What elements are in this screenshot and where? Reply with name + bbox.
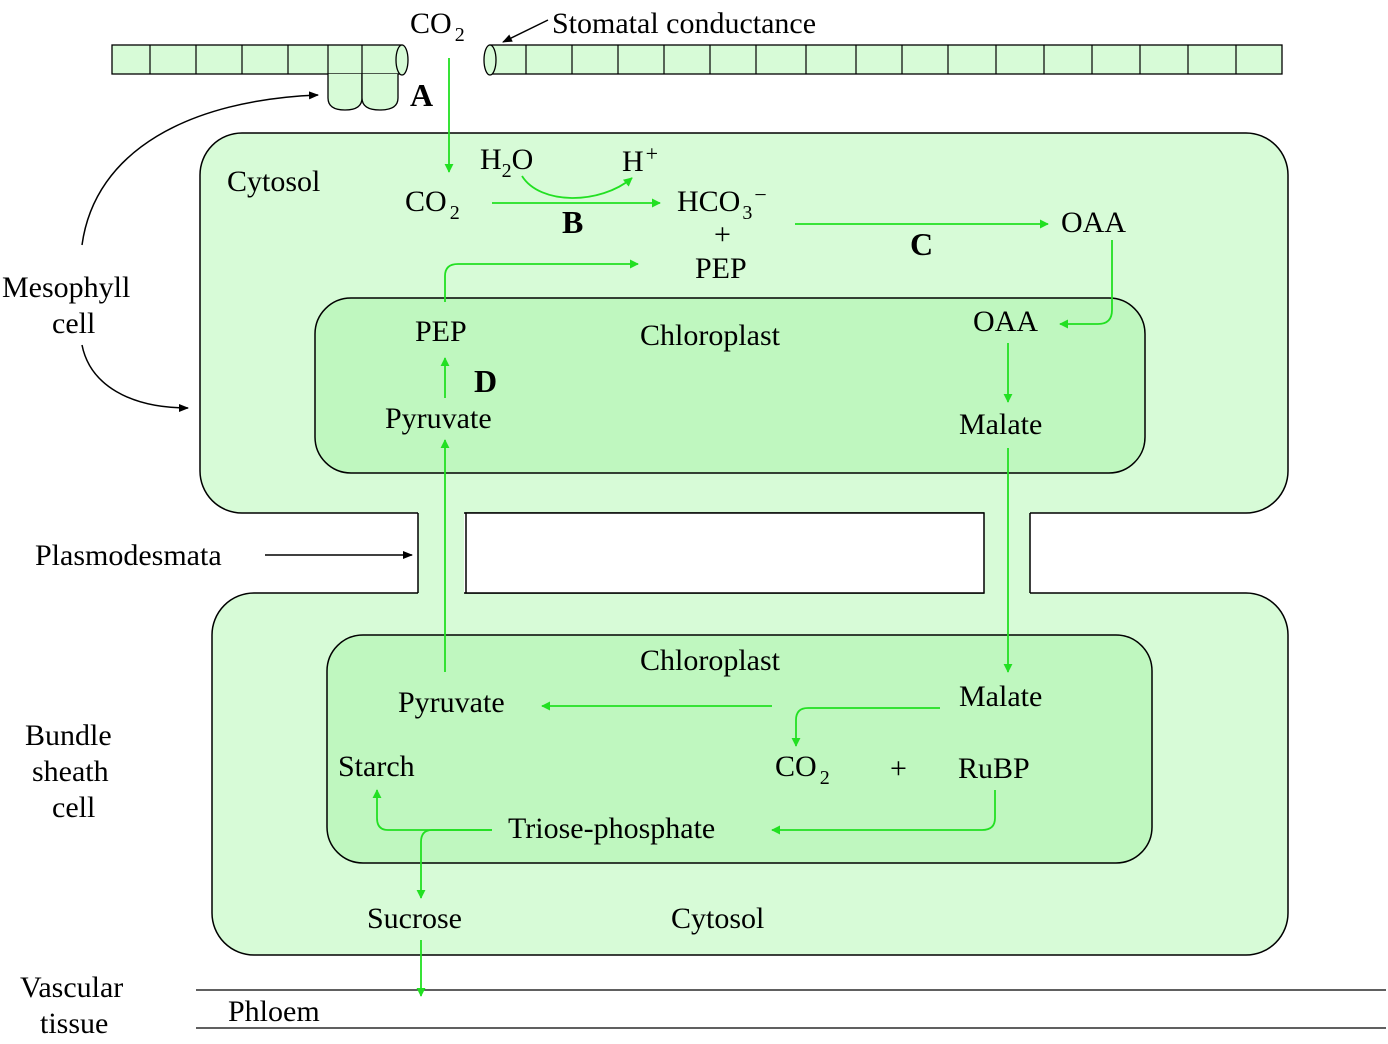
step-c-label: C (910, 226, 933, 262)
oaa-cytosol-label: OAA (1061, 206, 1126, 239)
bundle-label-line3: cell (52, 791, 95, 824)
step-d-label: D (474, 363, 497, 399)
mesophyll-to-cell-arrow (81, 344, 189, 412)
mesophyll-label-line1: Mesophyll (2, 271, 130, 304)
malate-bundle-label: Malate (959, 680, 1042, 713)
pep-export-arrow (444, 259, 639, 302)
bundle-label-line2: sheath (32, 755, 109, 788)
water-to-proton-arrow (521, 175, 633, 199)
vascular-label-line2: tissue (40, 1007, 108, 1040)
malate-decarboxylation-arrow (791, 707, 940, 747)
epidermis-right (483, 44, 1283, 76)
oaa-chloroplast-label: OAA (973, 305, 1038, 338)
malate-mesophyll-label: Malate (959, 408, 1042, 441)
oaa-import-arrow (1059, 240, 1113, 329)
phloem-label: Phloem (228, 995, 320, 1028)
triose-to-sucrose-arrow (416, 829, 492, 899)
plasmodesmata-channels (417, 508, 1031, 598)
stomatal-conductance-label: Stomatal conductance (552, 7, 816, 40)
cytosol-top-label: Cytosol (227, 165, 320, 198)
proton-label: H+ (622, 141, 658, 178)
guard-cells (327, 74, 399, 111)
plus-sign-cytosol: + (714, 218, 731, 251)
mesophyll-chloroplast (314, 297, 1146, 474)
pyruvate-mesophyll-label: Pyruvate (385, 402, 492, 435)
stomatal-pointer-arrow (502, 19, 549, 43)
rubp-label: RuBP (958, 752, 1030, 785)
pep-chloroplast-label: PEP (415, 315, 467, 348)
vascular-label-line1: Vascular (20, 971, 123, 1004)
bundle-chloroplast-label: Chloroplast (640, 644, 781, 677)
triose-phosphate-label: Triose-phosphate (508, 812, 715, 845)
pyruvate-bundle-label: Pyruvate (398, 686, 505, 719)
sucrose-label: Sucrose (367, 902, 462, 935)
bundle-label-line1: Bundle (25, 719, 112, 752)
cytosol-bottom-label: Cytosol (671, 902, 764, 935)
bundle-sheath-chloroplast (326, 634, 1153, 864)
mesophyll-to-guard-arrow (81, 91, 319, 246)
pep-cytosol-label: PEP (695, 252, 747, 285)
step-b-label: B (562, 204, 583, 240)
epidermis-left (111, 44, 409, 76)
water-label: H2O (480, 143, 533, 182)
mesophyll-chloroplast-label: Chloroplast (640, 319, 781, 352)
step-a-label: A (410, 77, 433, 113)
plasmodesmata-label: Plasmodesmata (35, 539, 222, 572)
rubp-to-triose-arrow (771, 790, 996, 835)
triose-to-starch-arrow (372, 789, 492, 831)
starch-label: Starch (338, 750, 415, 783)
mesophyll-label-line2: cell (52, 307, 95, 340)
plus-sign-bundle: + (890, 752, 907, 785)
